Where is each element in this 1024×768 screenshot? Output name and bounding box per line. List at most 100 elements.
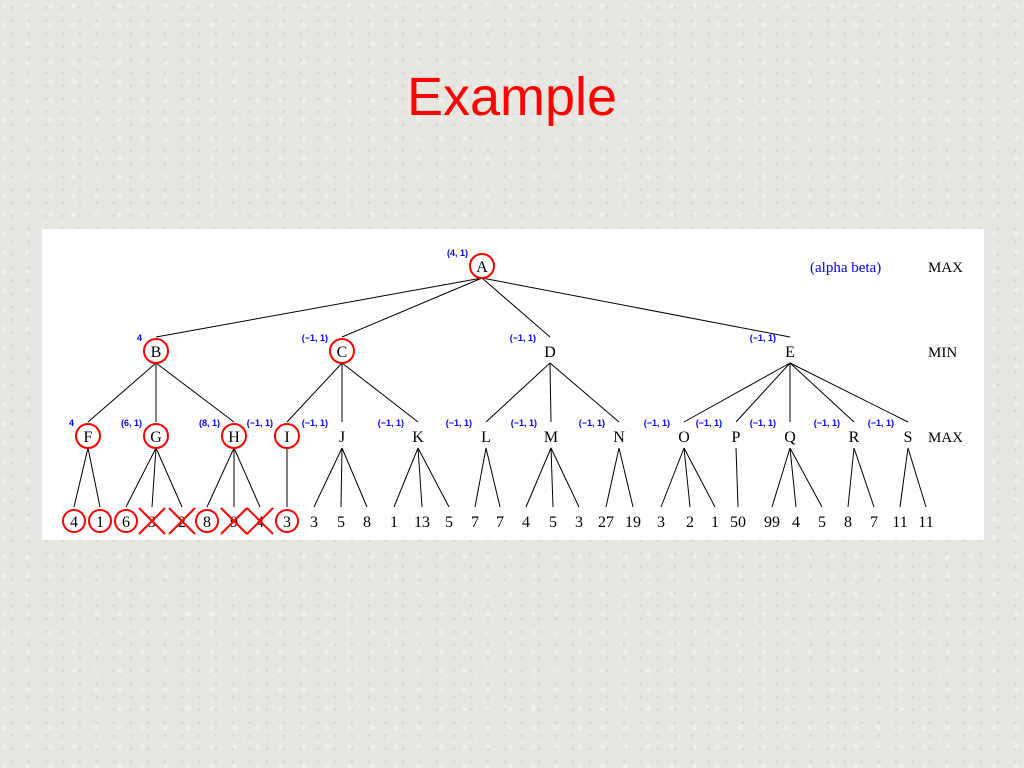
leaf-value: 1 [390,514,398,531]
leaf-label: 5 [337,514,345,531]
leaf-label: 7 [870,514,878,531]
tree-edge [481,277,551,338]
node-bounds-label: (−1, 1) [868,418,894,428]
leaf-label: 3 [575,514,583,531]
leaf-edge [313,447,343,508]
leaf-edge [789,447,797,508]
leaf-highlight-ring [88,509,112,533]
tree-edge [87,362,157,423]
leaf-edge [155,447,183,508]
leaf-value: 11 [892,514,907,531]
leaf-value: 4 [62,509,86,533]
node-label: A [476,259,488,276]
leaf-edge [771,447,791,508]
leaf-label: 9 [230,514,238,531]
leaf-edge [550,447,580,508]
node-label: N [613,429,625,446]
leaf-edge [660,447,685,508]
node-highlight-ring [143,338,169,364]
leaf-value: 4 [246,507,274,535]
leaf-edge [789,447,823,508]
tree-node-c: C(−1, 1) [302,333,355,364]
tree-node-e: E(−1, 1) [750,333,795,361]
tree-edge [549,362,552,423]
leaf-label: 4 [256,514,264,531]
leaf-label: 3 [148,514,156,531]
node-label: R [849,429,860,446]
leaf-edge [341,447,368,508]
leaf-edge [683,447,691,508]
leaf-edge [125,447,157,508]
leaf-label: 6 [122,514,130,531]
leaf-value: 11 [918,514,933,531]
leaf-label: 2 [686,514,694,531]
leaf-label: 50 [730,514,746,531]
leaf-edge [847,447,855,508]
leaf-edge [340,447,343,508]
leaf-edge [233,447,261,508]
node-label: D [544,344,556,361]
node-bounds-label: (−1, 1) [579,418,605,428]
leaf-value: 2 [686,514,694,531]
node-bounds-label: (−1, 1) [302,418,328,428]
pruned-cross-mark [168,507,196,535]
pruned-cross-mark [138,507,166,535]
pruned-cross-mark [220,507,248,535]
leaf-label: 2 [178,514,186,531]
node-bounds-label: (−1, 1) [750,418,776,428]
tree-edge [549,362,620,423]
tree-edge [155,362,235,423]
level-label-max-top: MAX [928,260,963,276]
leaf-value: 3 [575,514,583,531]
node-highlight-ring [469,253,495,279]
tree-node-m: M(−1, 1) [511,418,558,446]
tree-node-f: F4 [69,418,101,449]
node-bounds-label: (4, 1) [447,248,468,258]
leaf-value: 7 [496,514,504,531]
tree-node-h: H(8, 1) [199,418,247,449]
node-highlight-ring [329,338,355,364]
node-bounds-label: (−1, 1) [378,418,404,428]
leaf-value: 8 [844,514,852,531]
leaf-highlight-ring [62,509,86,533]
node-label: L [481,429,491,446]
node-highlight-ring [274,423,300,449]
node-bounds-label: 4 [69,418,74,428]
leaf-edge [206,447,235,508]
tree-node-o: O(−1, 1) [644,418,690,446]
leaf-edge [605,447,620,508]
leaf-value: 4 [522,514,530,531]
leaf-value: 3 [138,507,166,535]
node-highlight-ring [143,423,169,449]
leaf-value: 5 [818,514,826,531]
node-label: E [785,344,795,361]
node-bounds-label: (−1, 1) [247,418,273,428]
leaf-edge [485,447,501,508]
tree-node-q: Q(−1, 1) [750,418,796,446]
leaf-label: 11 [918,514,933,531]
leaf-value: 6 [114,509,138,533]
leaf-value: 27 [598,514,614,531]
tree-node-a: A (4, 1) [447,248,495,279]
leaf-value: 5 [445,514,453,531]
leaf-edge [550,447,554,508]
leaf-value: 3 [657,514,665,531]
node-bounds-label: (−1, 1) [644,418,670,428]
pruned-cross-mark [246,507,274,535]
leaf-edge [417,447,423,508]
leaf-value: 5 [549,514,557,531]
leaf-label: 3 [283,514,291,531]
leaf-label: 3 [310,514,318,531]
node-highlight-ring [221,423,247,449]
tree-edge [481,277,791,338]
node-bounds-label: 4 [137,333,142,343]
leaf-edge [683,447,716,508]
node-bounds-label: (8, 1) [199,418,220,428]
leaf-value: 13 [414,514,430,531]
leaf-label: 5 [818,514,826,531]
leaf-edge [853,447,875,508]
node-label: M [544,429,558,446]
level-label-min: MIN [928,345,957,361]
tree-edge [789,362,855,423]
